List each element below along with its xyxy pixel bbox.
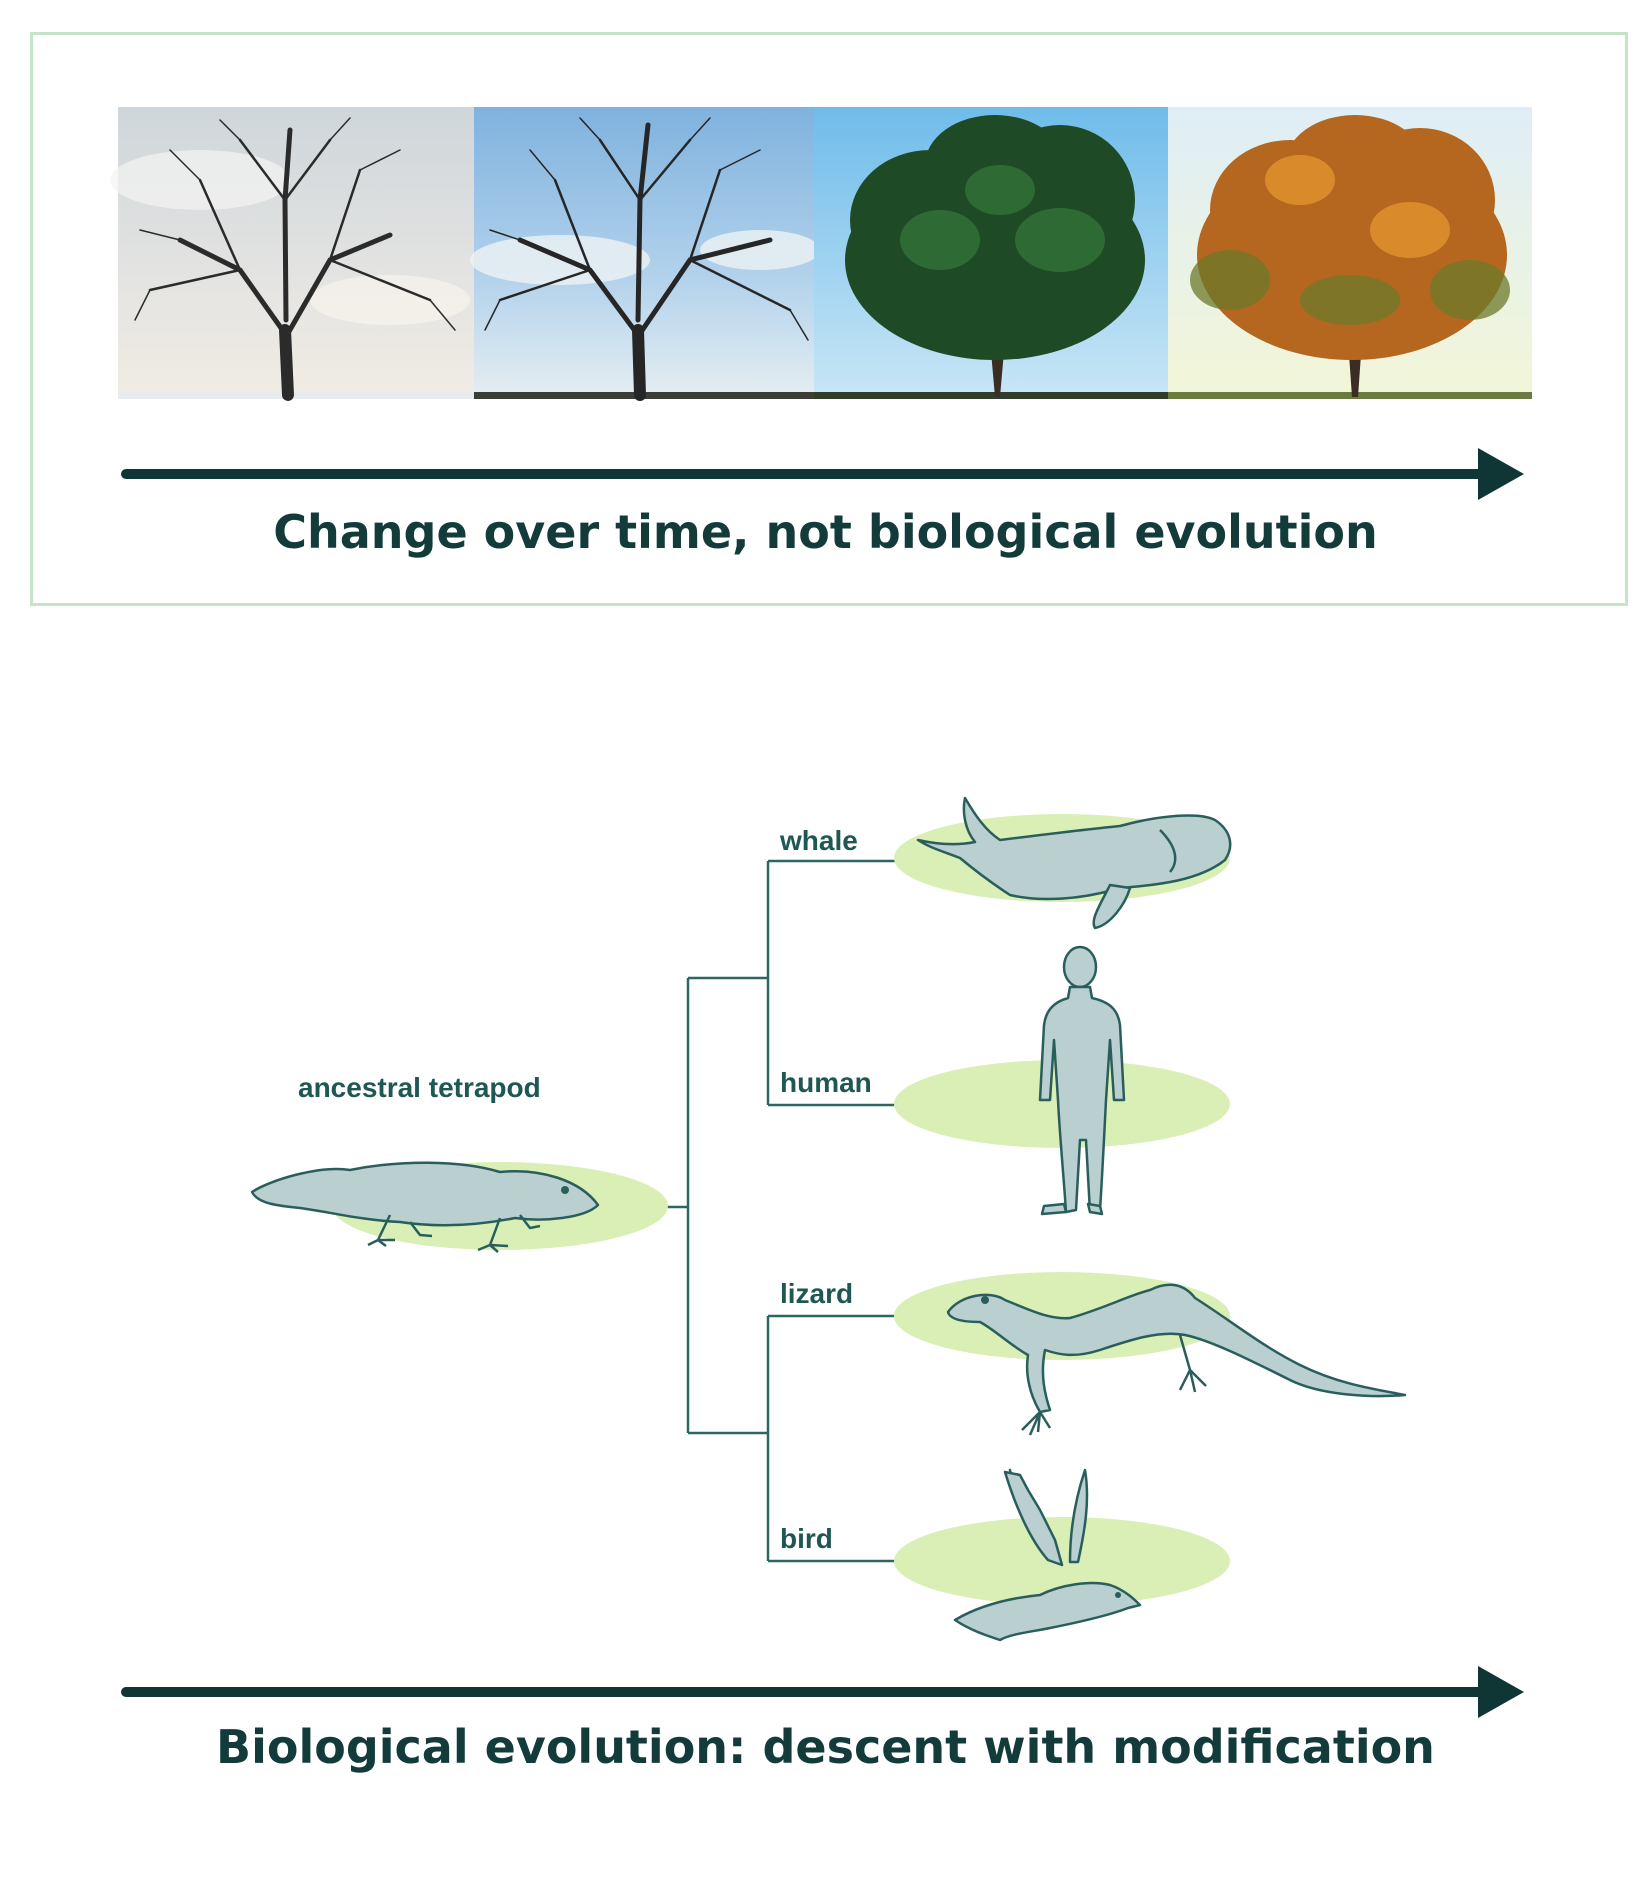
phylogeny-branches <box>648 859 918 1563</box>
bird-label: bird <box>780 1523 833 1554</box>
tree-photo-winter <box>110 107 474 401</box>
bird-figure <box>894 1468 1230 1642</box>
tree-photo-autumn <box>1168 107 1532 399</box>
human-figure <box>894 945 1230 1216</box>
whale-figure <box>894 796 1232 930</box>
change-over-time-caption: Change over time, not biological evoluti… <box>273 505 1378 559</box>
ancestral-tetrapod-label: ancestral tetrapod <box>298 1072 541 1103</box>
lizard-figure <box>894 1272 1407 1436</box>
whale-label: whale <box>779 825 858 856</box>
time-arrow-top <box>121 448 1524 500</box>
ancestral-tetrapod-figure <box>250 1161 668 1253</box>
tree-photo-early-spring <box>470 107 820 401</box>
lizard-label: lizard <box>780 1278 853 1309</box>
time-arrow-bottom <box>121 1666 1524 1718</box>
descent-with-modification-caption: Biological evolution: descent with modif… <box>216 1720 1435 1774</box>
tree-photo-summer <box>814 107 1168 399</box>
human-label: human <box>780 1067 872 1098</box>
